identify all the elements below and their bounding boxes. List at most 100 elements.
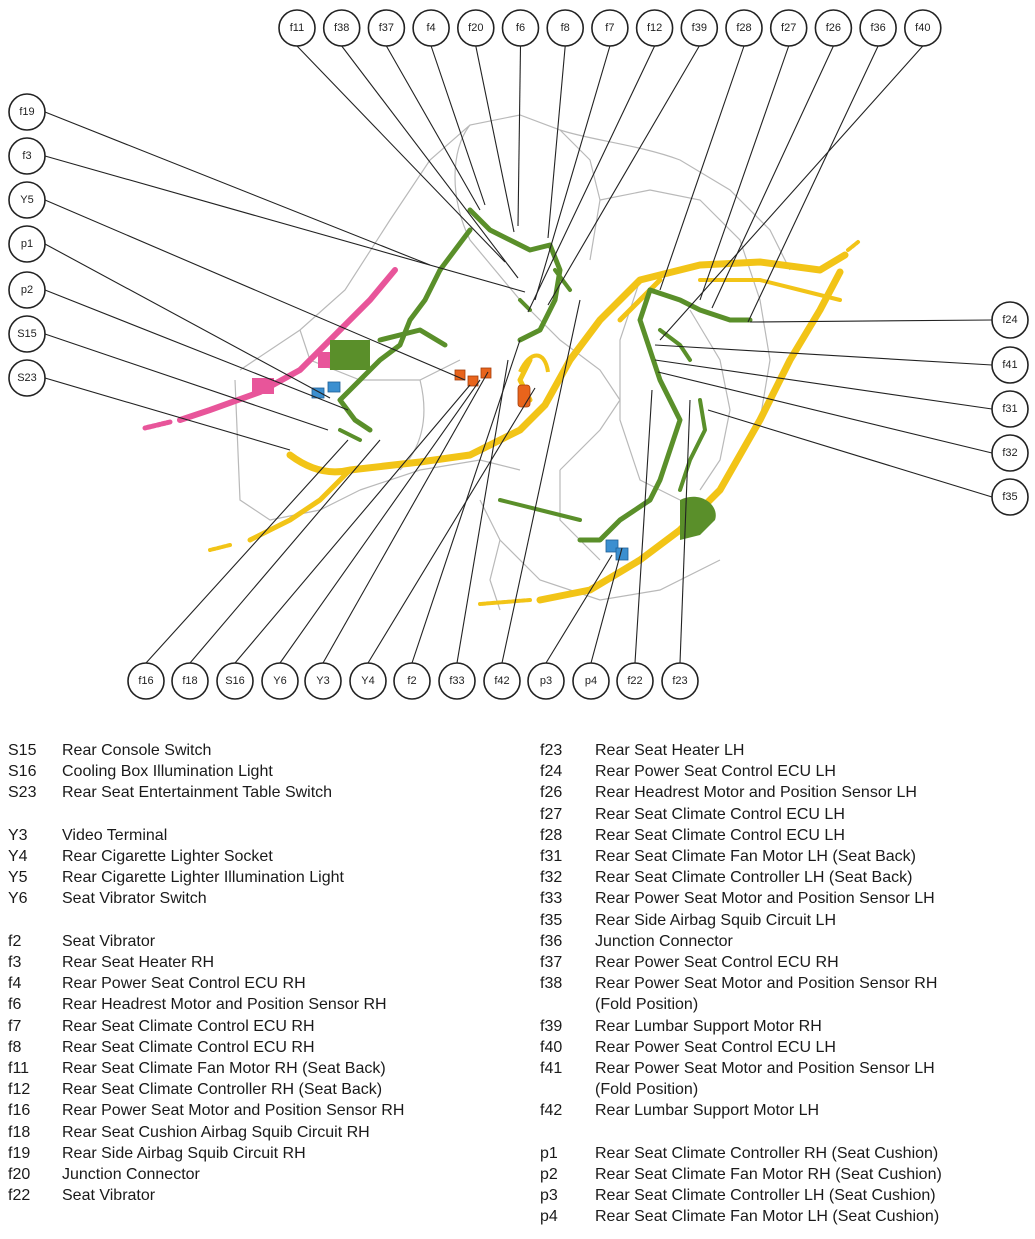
callout-p1: p1	[8, 225, 46, 263]
seat-outline	[234, 114, 791, 611]
legend-row: (Fold Position)	[540, 1079, 942, 1100]
callout-label: f7	[605, 22, 614, 34]
callout-label: f33	[449, 675, 464, 687]
legend-code: Y4	[8, 848, 28, 865]
legend-label: Rear Seat Climate Control ECU LH	[595, 805, 845, 823]
callout-f36: f36	[859, 9, 897, 47]
callout-circle	[616, 662, 654, 700]
callout-circle	[769, 9, 808, 47]
leader-line-f41	[654, 344, 993, 366]
callout-f22: f22	[616, 662, 654, 700]
legend-code: f28	[540, 826, 563, 844]
leader-line-f40	[659, 45, 924, 341]
legend-label: Rear Headrest Motor and Position Sensor …	[595, 784, 917, 802]
callout-label: p4	[585, 675, 597, 687]
callout-circle	[483, 662, 521, 700]
leader-line-f11	[296, 45, 506, 263]
callout-circle	[261, 662, 299, 700]
callout-circle	[322, 9, 361, 47]
callout-circle	[991, 478, 1029, 516]
legend-row: f18 Rear Seat Cushion Airbag Squib Circui…	[8, 1122, 404, 1143]
legend-label: Rear Headrest Motor and Position Sensor …	[62, 996, 387, 1014]
legend-label: Rear Seat Cushion Airbag Squib Circuit R…	[62, 1123, 370, 1141]
legend-label: (Fold Position)	[595, 1081, 699, 1099]
callout-f23: f23	[661, 662, 699, 700]
legend-label: Rear Cigarette Lighter Socket	[62, 848, 273, 865]
legend-label: Rear Lumbar Support Motor RH	[595, 1017, 822, 1035]
callout-circle	[991, 434, 1029, 472]
callout-label: f12	[647, 22, 662, 34]
callout-label: f35	[1002, 491, 1017, 503]
callout-circle	[278, 9, 316, 47]
legend-row: f42 Rear Lumbar Support Motor LH	[540, 1100, 942, 1121]
callout-circle	[8, 93, 46, 131]
callout-label: f24	[1002, 314, 1017, 326]
legend-row: f26 Rear Headrest Motor and Position Sens…	[540, 782, 942, 803]
legend-label: Junction Connector	[595, 932, 733, 950]
callout-label: p1	[21, 238, 33, 250]
legend-code: S23	[8, 784, 37, 802]
legend-gap	[540, 1122, 942, 1143]
callout-y5: Y5	[8, 181, 46, 219]
legend-label: Rear Power Seat Motor and Position Senso…	[595, 1060, 935, 1078]
legend-code: f19	[8, 1144, 31, 1162]
leader-line-f12	[527, 45, 656, 313]
callout-p2: p2	[8, 271, 46, 309]
callout-circle	[527, 662, 565, 700]
blue-connectors	[311, 381, 629, 561]
legend-code: p1	[540, 1144, 558, 1162]
callout-circle	[127, 662, 165, 700]
legend-row: f39 Rear Lumbar Support Motor RH	[540, 1016, 942, 1037]
legend-gap	[8, 804, 404, 825]
leader-line-f37	[385, 45, 481, 211]
legend-label: Rear Lumbar Support Motor LH	[595, 1102, 820, 1120]
callout-label: f27	[781, 22, 796, 34]
callout-circle	[725, 9, 763, 47]
legend-label: Rear Power Seat Control ECU LH	[595, 763, 836, 781]
callout-f18: f18	[171, 662, 209, 700]
callout-circle	[859, 9, 897, 47]
callout-label: S23	[17, 372, 37, 384]
callout-f35: f35	[991, 478, 1029, 516]
callout-f2: f2	[393, 662, 431, 700]
legend-code: f26	[540, 784, 563, 802]
callout-circle	[661, 662, 699, 700]
callout-f16: f16	[127, 662, 165, 700]
legend-code: Y6	[8, 890, 28, 908]
legend-code: p4	[540, 1208, 558, 1226]
callout-label: f8	[561, 22, 570, 34]
legend-code: f42	[540, 1102, 563, 1120]
leader-line-f32	[657, 371, 993, 454]
green-harness	[330, 207, 753, 543]
callout-circle	[349, 662, 387, 700]
callout-f19: f19	[8, 93, 46, 131]
legend-code: f22	[8, 1187, 31, 1205]
legend-code	[540, 994, 595, 1015]
leader-line-f26	[711, 45, 834, 309]
callout-circle	[501, 9, 540, 47]
legend-label: (Fold Position)	[595, 996, 699, 1014]
legend-label: Rear Seat Climate Control ECU RH	[62, 1038, 315, 1056]
callout-circle	[680, 9, 719, 47]
legend-code: f35	[540, 911, 563, 929]
leader-line-f4	[430, 45, 486, 206]
legend-code: f39	[540, 1017, 563, 1035]
callout-f39: f39	[680, 9, 719, 47]
legend-code: f8	[8, 1038, 22, 1056]
legend-code: f18	[8, 1123, 31, 1141]
legend-code: f33	[540, 890, 563, 908]
leader-line-Y6	[279, 379, 481, 664]
legend-code: Y5	[8, 869, 28, 887]
callout-label: p2	[21, 284, 33, 296]
leader-line-S15	[44, 333, 329, 431]
leader-line-f22	[634, 389, 653, 664]
